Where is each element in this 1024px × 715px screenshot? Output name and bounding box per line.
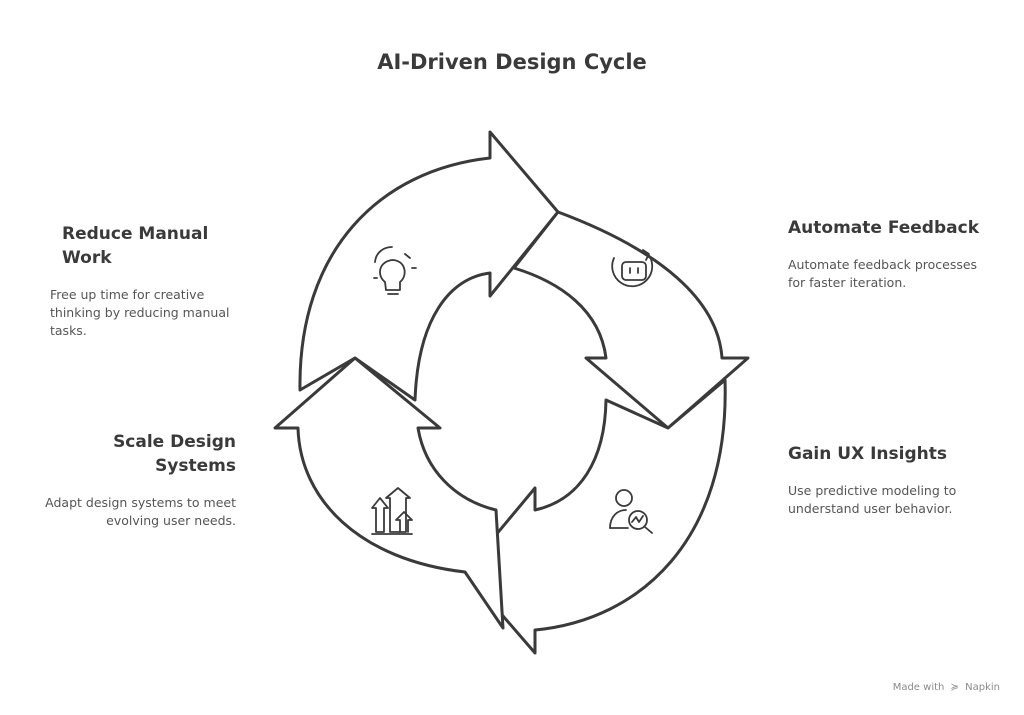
step-scale-design-systems: Scale Design Systems Adapt design system… <box>40 430 236 530</box>
step-description: Automate feedback processes for faster i… <box>788 257 978 290</box>
step-automate-feedback: Automate Feedback Automate feedback proc… <box>788 216 988 292</box>
footer-brand: Napkin <box>965 682 1000 693</box>
cycle-segment-left <box>273 356 505 630</box>
step-heading: Reduce Manual Work <box>62 224 209 268</box>
diagram-title: AI-Driven Design Cycle <box>377 50 647 74</box>
lightbulb-icon <box>373 246 417 295</box>
step-gain-ux-insights: Gain UX Insights Use predictive modeling… <box>788 442 988 518</box>
napkin-logo-icon: ≽ <box>950 682 959 693</box>
cycle-segment-right <box>512 210 750 430</box>
user-analytics-icon <box>609 489 653 534</box>
step-description: Adapt design systems to meet evolving us… <box>45 495 236 528</box>
footer-credit: Made with ≽ Napkin <box>893 682 1000 693</box>
bot-refresh-icon <box>611 249 654 288</box>
footer-made-with: Made with <box>892 682 945 693</box>
cycle-segment-top <box>298 130 560 402</box>
cycle-segment-bottom <box>463 378 727 655</box>
step-heading: Automate Feedback <box>788 218 980 238</box>
step-reduce-manual-work: Reduce Manual Work Free up time for crea… <box>50 222 250 340</box>
growth-arrows-icon <box>371 487 413 535</box>
step-description: Use predictive modeling to understand us… <box>788 483 957 516</box>
step-description: Free up time for creative thinking by re… <box>50 287 230 338</box>
step-heading: Scale Design Systems <box>113 432 236 476</box>
step-heading: Gain UX Insights <box>788 444 947 464</box>
